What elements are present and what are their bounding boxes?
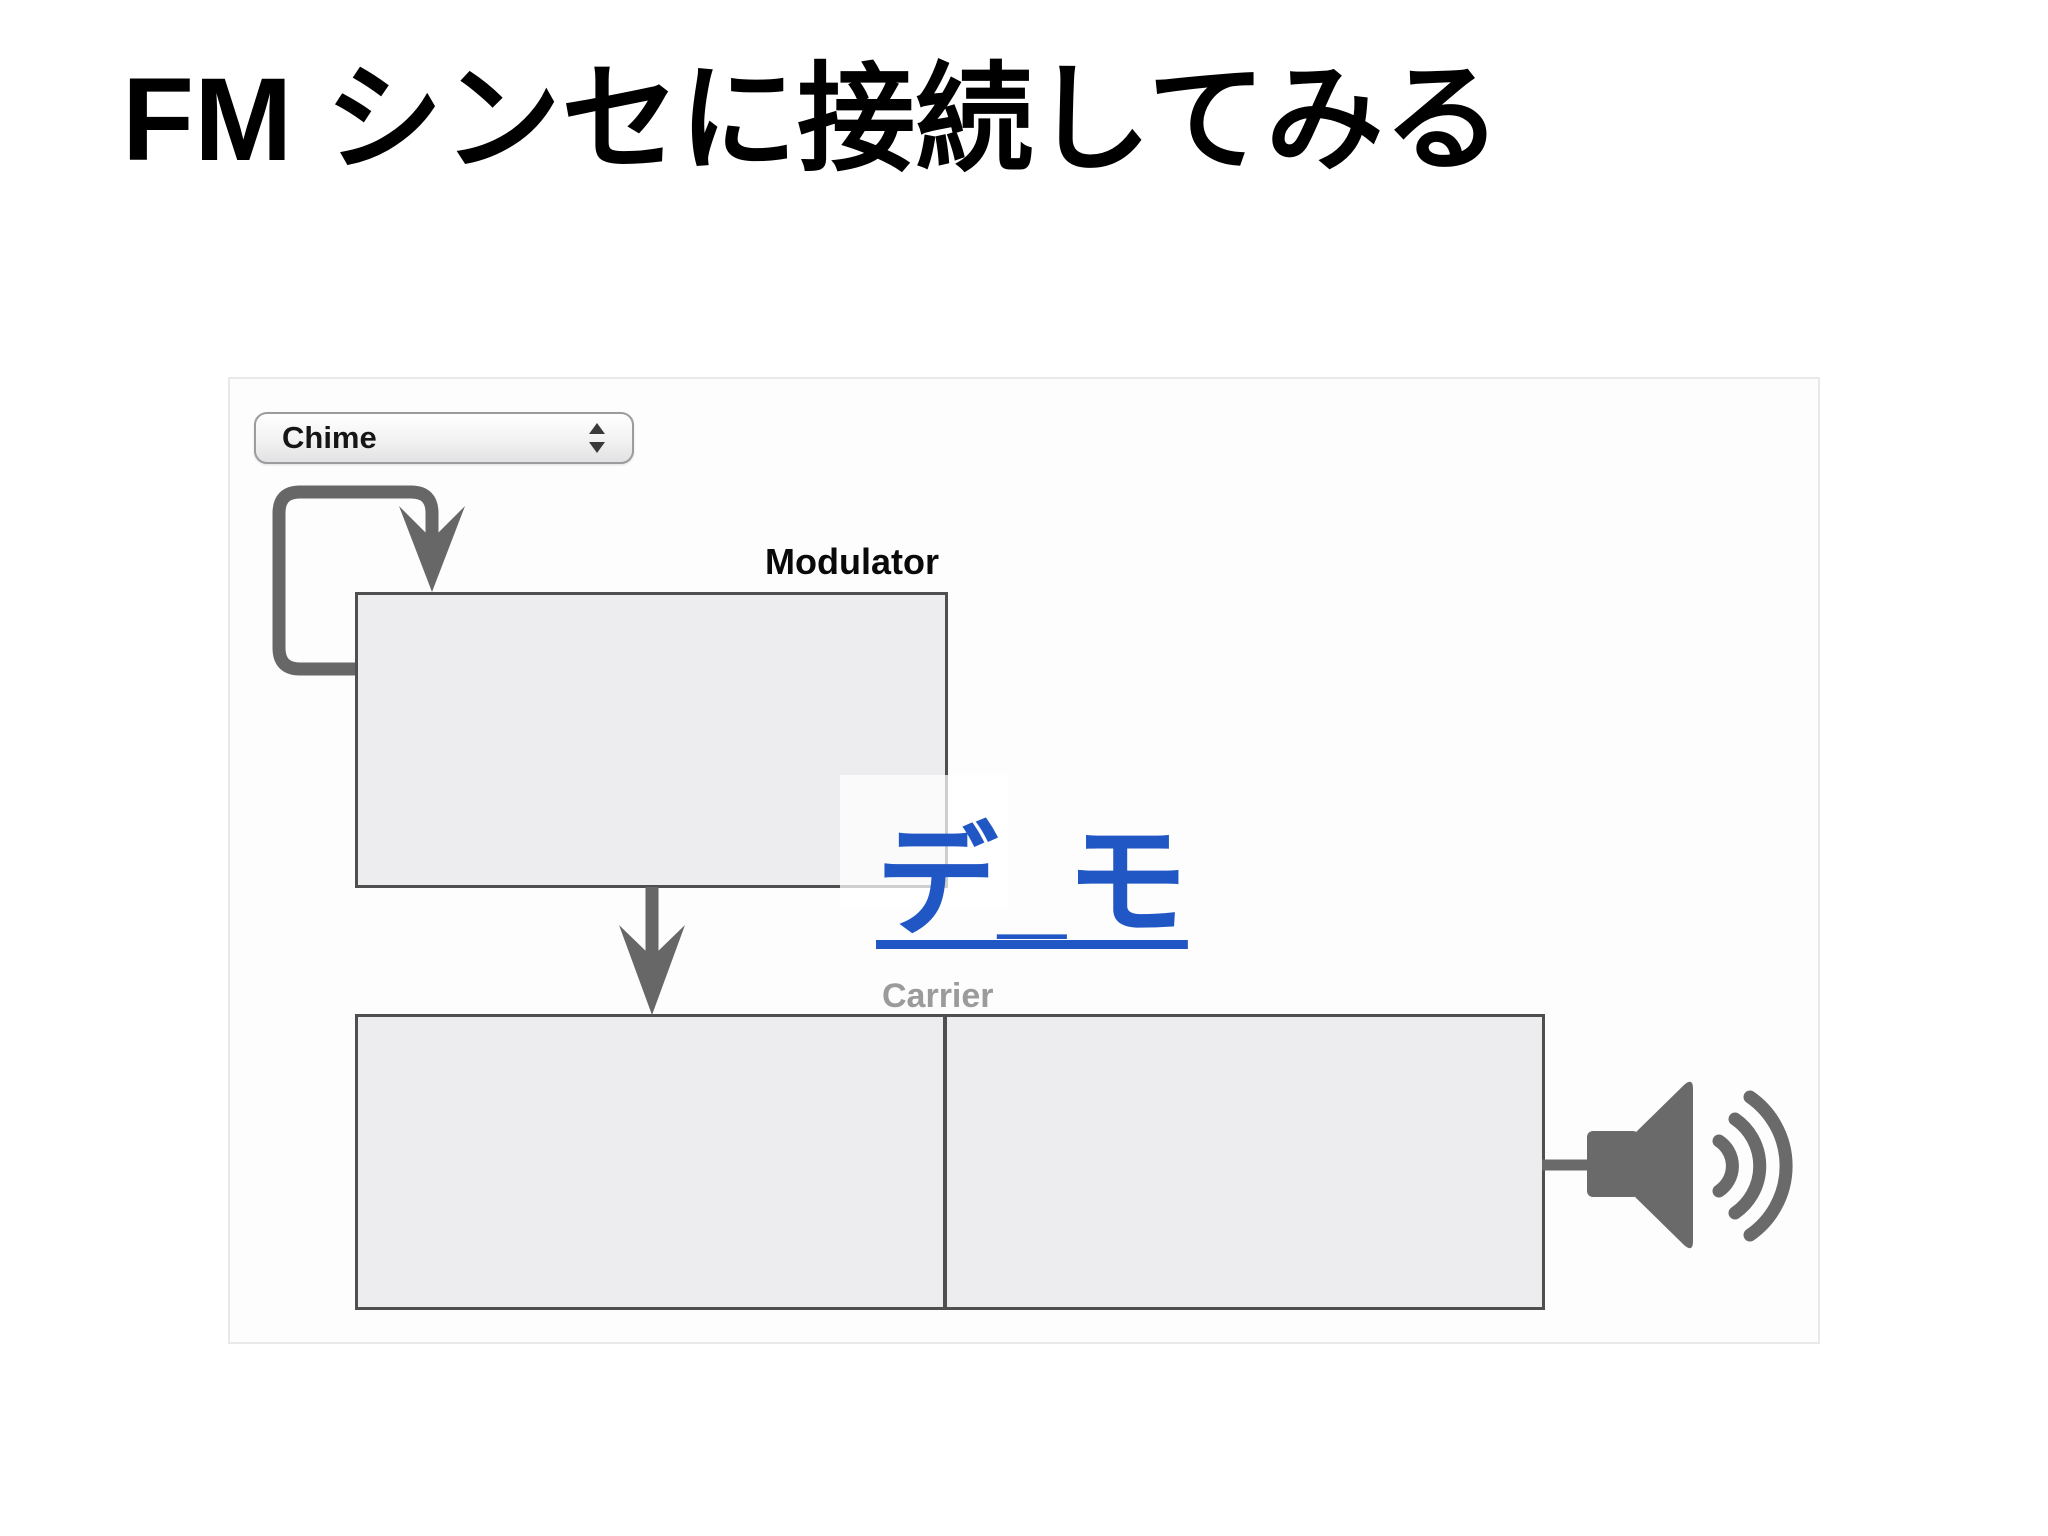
preset-dropdown-value: Chime: [282, 420, 377, 455]
speaker-icon: [1542, 1081, 1793, 1249]
demo-link[interactable]: デ_モ: [876, 814, 1188, 950]
modulator-to-carrier-arrow-icon: [619, 887, 685, 1015]
carrier-node: [355, 1014, 1545, 1310]
modulator-label: Modulator: [765, 541, 939, 582]
page-title: FM シンセに接続してみる: [122, 54, 1502, 186]
carrier-divider: [943, 1014, 947, 1310]
carrier-label: Carrier: [882, 977, 994, 1015]
preset-dropdown[interactable]: Chime: [254, 412, 634, 464]
highlight-overlay: [840, 775, 1008, 909]
synth-diagram-panel: Chime Modulator Carrier: [228, 377, 1820, 1344]
up-down-stepper-icon: [589, 423, 605, 453]
sound-waves-icon: [1712, 1090, 1793, 1242]
